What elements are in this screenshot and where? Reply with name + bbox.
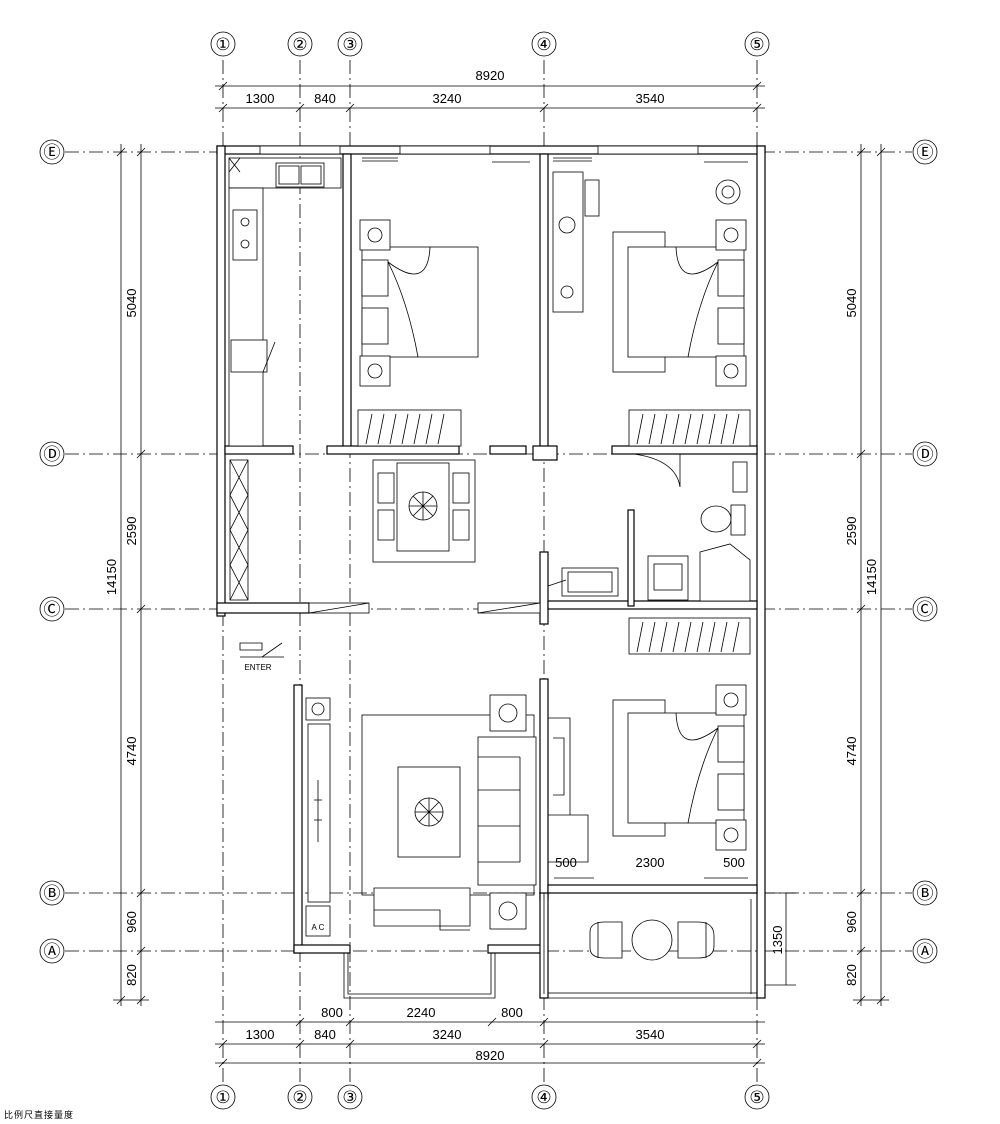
dining — [229, 459, 476, 601]
entry-marker — [239, 642, 284, 658]
living-room — [305, 694, 589, 937]
dim-left-3: 4740 — [124, 737, 139, 766]
dim-top-2: 840 — [314, 91, 336, 106]
bedroom-southeast — [554, 617, 751, 894]
axis-label-3-bottom: ③ — [342, 1088, 357, 1107]
ac-label: A C — [312, 923, 325, 932]
axis-label-1-bottom: ① — [215, 1088, 230, 1107]
balcony — [589, 919, 715, 961]
dim-right-total: 14150 — [864, 559, 879, 595]
dim-left-total: 14150 — [104, 559, 119, 595]
dim-right-1: 5040 — [844, 289, 859, 318]
dim-right-5: 820 — [844, 964, 859, 986]
axis-label-2-bottom: ② — [292, 1088, 307, 1107]
axis-label-c-right: Ⓒ — [917, 600, 934, 619]
axis-label-3-top: ③ — [342, 35, 357, 54]
axis-label-e-left: Ⓔ — [44, 143, 61, 162]
axis-label-c-left: Ⓒ — [44, 600, 61, 619]
axis-bubbles-top — [210, 31, 770, 57]
dim-wardrobe-3: 500 — [723, 855, 745, 870]
dim-left-2: 2590 — [124, 517, 139, 546]
axis-bubbles-right — [912, 139, 938, 964]
dim-left-1: 5040 — [124, 289, 139, 318]
axis-label-4-bottom: ④ — [536, 1088, 551, 1107]
bedroom-northeast — [552, 157, 751, 447]
scale-note: 比例尺直接量度 — [4, 1111, 75, 1121]
dim-balcony-3: 800 — [501, 1005, 523, 1020]
dim-bottom-total: 8920 — [476, 1048, 505, 1063]
axis-label-1-top: ① — [215, 35, 230, 54]
axis-label-d-right: Ⓓ — [917, 445, 934, 464]
dim-left-4: 960 — [124, 911, 139, 933]
axis-bubbles-left — [39, 139, 65, 964]
dim-bottom-2: 840 — [314, 1027, 336, 1042]
axis-label-a-left: Ⓐ — [44, 942, 61, 961]
axis-label-b-right: Ⓑ — [917, 884, 934, 903]
dim-top-4: 3540 — [636, 91, 665, 106]
axis-label-a-right: Ⓐ — [917, 942, 934, 961]
axis-label-e-right: Ⓔ — [917, 143, 934, 162]
kitchen — [228, 157, 342, 447]
dim-bottom-1: 1300 — [246, 1027, 275, 1042]
dim-left-5: 820 — [124, 964, 139, 986]
dim-top-1: 1300 — [246, 91, 275, 106]
axis-bubbles-bottom — [210, 1084, 770, 1110]
axis-label-2-top: ② — [292, 35, 307, 54]
dim-right-3: 4740 — [844, 737, 859, 766]
dim-bottom-4: 3540 — [636, 1027, 665, 1042]
dim-right-2: 2590 — [844, 517, 859, 546]
walls — [216, 145, 766, 999]
dimension-lines — [113, 81, 889, 1068]
dim-balcony-depth: 1350 — [770, 926, 785, 955]
dim-wardrobe-2: 2300 — [636, 855, 665, 870]
windows — [259, 145, 699, 614]
bedroom-northwest — [357, 157, 530, 447]
dim-balcony-2: 2240 — [407, 1005, 436, 1020]
dim-top-3: 3240 — [433, 91, 462, 106]
axis-label-5-bottom: ⑤ — [749, 1088, 764, 1107]
dim-wardrobe-1: 500 — [555, 855, 577, 870]
entry-label: ENTER — [244, 663, 271, 672]
dim-balcony-1: 800 — [321, 1005, 343, 1020]
axis-label-b-left: Ⓑ — [44, 884, 61, 903]
bathroom — [547, 453, 751, 602]
dim-top-total: 8920 — [476, 68, 505, 83]
dim-bottom-3: 3240 — [433, 1027, 462, 1042]
axis-label-5-top: ⑤ — [749, 35, 764, 54]
dim-right-4: 960 — [844, 911, 859, 933]
axis-label-4-top: ④ — [536, 35, 551, 54]
axis-label-d-left: Ⓓ — [44, 445, 61, 464]
